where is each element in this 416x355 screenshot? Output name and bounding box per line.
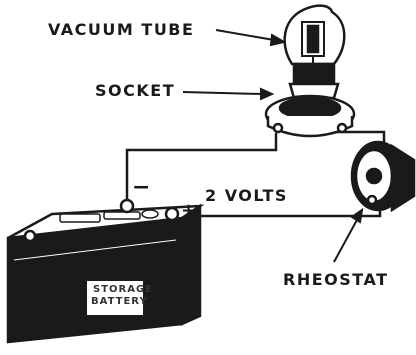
vacuum-tube	[283, 4, 346, 100]
wire-positive	[170, 203, 382, 218]
storage-battery	[6, 198, 205, 344]
voltage-label: 2 VOLTS	[205, 186, 288, 205]
negative-terminal	[119, 198, 135, 214]
battery-label-plate	[85, 279, 145, 317]
socket-leader-arrow	[182, 91, 263, 95]
negative-sign: −	[132, 175, 152, 200]
rheostat-leader-arrow	[333, 217, 359, 263]
rheostat-label: RHEOSTAT	[283, 270, 389, 289]
socket-terminal-right	[336, 122, 348, 134]
socket	[264, 94, 356, 138]
socket-terminal-left	[272, 122, 284, 134]
leader-arrows	[182, 29, 364, 263]
socket-label: SOCKET	[95, 81, 176, 100]
rheostat	[350, 140, 416, 213]
wire-negative	[125, 132, 278, 202]
battery-label-line2: BATTERY	[91, 296, 148, 307]
tube-leader-arrow	[215, 29, 275, 41]
positive-sign: +	[181, 200, 198, 221]
vacuum-tube-label: VACUUM TUBE	[48, 20, 195, 39]
battery-label-line1: STORAGE	[93, 284, 154, 295]
positive-terminal	[164, 206, 180, 222]
rheostat-terminal	[366, 194, 378, 206]
